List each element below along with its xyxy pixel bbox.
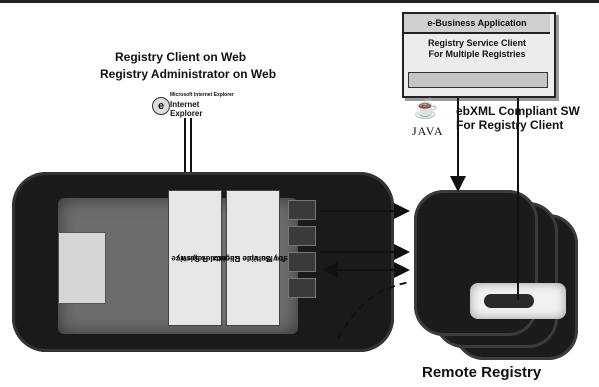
ie-connector-line: [184, 118, 186, 198]
port-4: [288, 278, 316, 298]
remote-registry-label: Remote Registry: [422, 364, 542, 381]
caption-registry-client: Registry Client on Web: [115, 50, 247, 64]
internet-explorer-icon: e: [152, 97, 170, 115]
port-1: [288, 200, 316, 220]
ebusiness-application-bar: [408, 72, 548, 88]
remote-registry-storage-core: [484, 294, 534, 308]
port-3: [288, 252, 316, 272]
registry-service-client-label: Registry Service Client For Multiple Reg…: [427, 38, 527, 59]
java-cup-icon: ☕: [413, 98, 439, 120]
internet-explorer-label: Microsoft Internet Explorer Internet Exp…: [170, 92, 234, 118]
caption-registry-admin: Registry Administrator on Web: [100, 67, 277, 81]
port-2: [288, 226, 316, 246]
ebusiness-application-title: e-Business Application: [404, 14, 550, 34]
local-database-block: [58, 232, 106, 304]
dashed-remote-link: [337, 281, 411, 339]
java-label: JAVA: [412, 124, 444, 138]
top-rule: [0, 0, 599, 3]
ie-connector-line-2: [190, 118, 192, 198]
